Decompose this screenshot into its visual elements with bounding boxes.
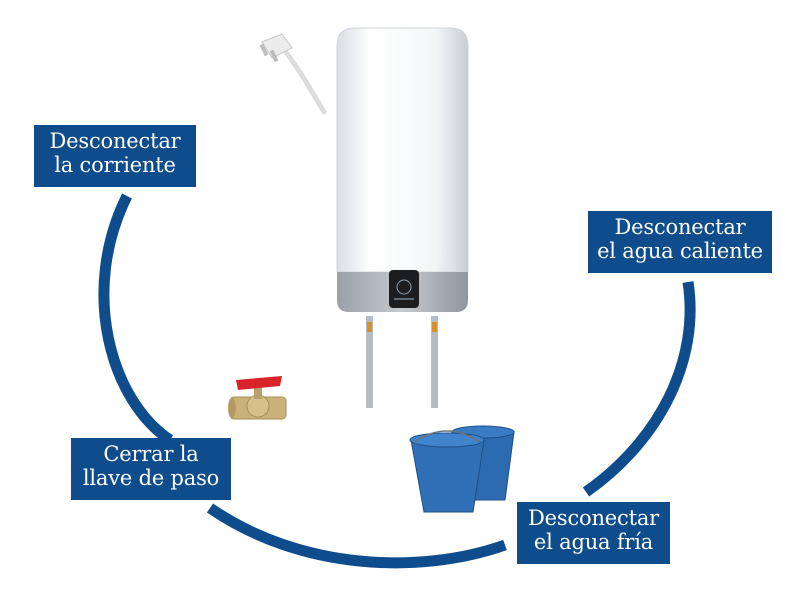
step-valve-label: Cerrar la llave de paso: [71, 438, 231, 500]
ring-arc-bottom: [206, 503, 507, 569]
step-hot-water-line2: el agua caliente: [597, 239, 763, 263]
step-hot-water-line1: Desconectar: [614, 215, 746, 239]
ball-valve-icon: [228, 376, 287, 420]
step-cold-water-line2: el agua fría: [533, 530, 654, 554]
step-hot-water-label: Desconectar el agua caliente: [588, 211, 772, 273]
step-valve-line1: Cerrar la: [103, 442, 199, 466]
step-cold-water-line1: Desconectar: [528, 506, 659, 530]
step-cold-water-label: Desconectar el agua fría: [517, 502, 670, 564]
power-plug-icon: [259, 33, 327, 115]
ring-arc-left: [98, 193, 174, 445]
step-power-label: Desconectar la corriente: [34, 125, 196, 187]
step-power-line2: la corriente: [54, 153, 176, 177]
step-power-line1: Desconectar: [49, 129, 181, 153]
step-valve-line2: llave de paso: [82, 466, 220, 490]
water-heater-icon: [336, 27, 469, 408]
ring-arc-right: [582, 281, 696, 497]
buckets-icon: [409, 425, 515, 513]
